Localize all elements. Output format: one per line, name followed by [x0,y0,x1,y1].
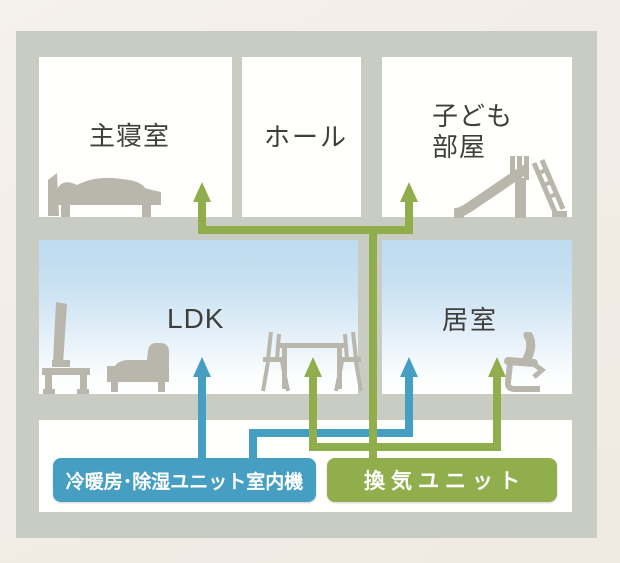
tv-icon [40,300,92,394]
vent-duct-mid-horizontal [309,443,501,451]
dining-set-icon [261,332,363,394]
vent-arrow-bedroom [193,182,211,202]
room-label-living: 居室 [442,305,499,335]
vent-duct-bedroom-vertical [198,201,206,231]
vent-duct-kids-vertical [405,201,413,231]
vent-unit-box: 換気ユニット [327,458,557,502]
slide-icon [454,156,572,218]
vent-duct-main-riser [369,228,377,461]
hvac-duct-living-horizontal [249,429,413,437]
room-hall [242,57,361,217]
room-label-kids-room: 子ども部屋 [432,101,514,162]
hvac-arrow-ldk [193,357,211,377]
room-label-ldk: LDK [167,303,225,334]
vent-arrow-kids-room [400,182,418,202]
vent-unit-label: 換気ユニット [364,470,526,493]
hvac-arrow-living [400,357,418,377]
room-label-hall: ホール [264,122,349,152]
vent-arrow-living [488,357,506,377]
room-label-bedroom: 主寝室 [89,121,171,151]
vent-duct-ldk-vertical [309,375,317,451]
hvac-duct-ldk [198,375,206,461]
vent-duct-living-vertical [493,375,501,451]
hvac-unit-label: 冷暖房･除湿ユニット室内機 [65,471,304,493]
hvac-duct-living-riser [249,429,257,461]
vent-arrow-ldk [304,357,322,377]
hvac-unit-box: 冷暖房･除湿ユニット室内機 [53,458,316,502]
sofa-icon [103,336,175,394]
hvac-duct-living-vertical [405,375,413,437]
bed-icon [44,172,168,218]
vent-duct-upper-horizontal [198,226,413,234]
office-chair-icon [496,332,550,394]
